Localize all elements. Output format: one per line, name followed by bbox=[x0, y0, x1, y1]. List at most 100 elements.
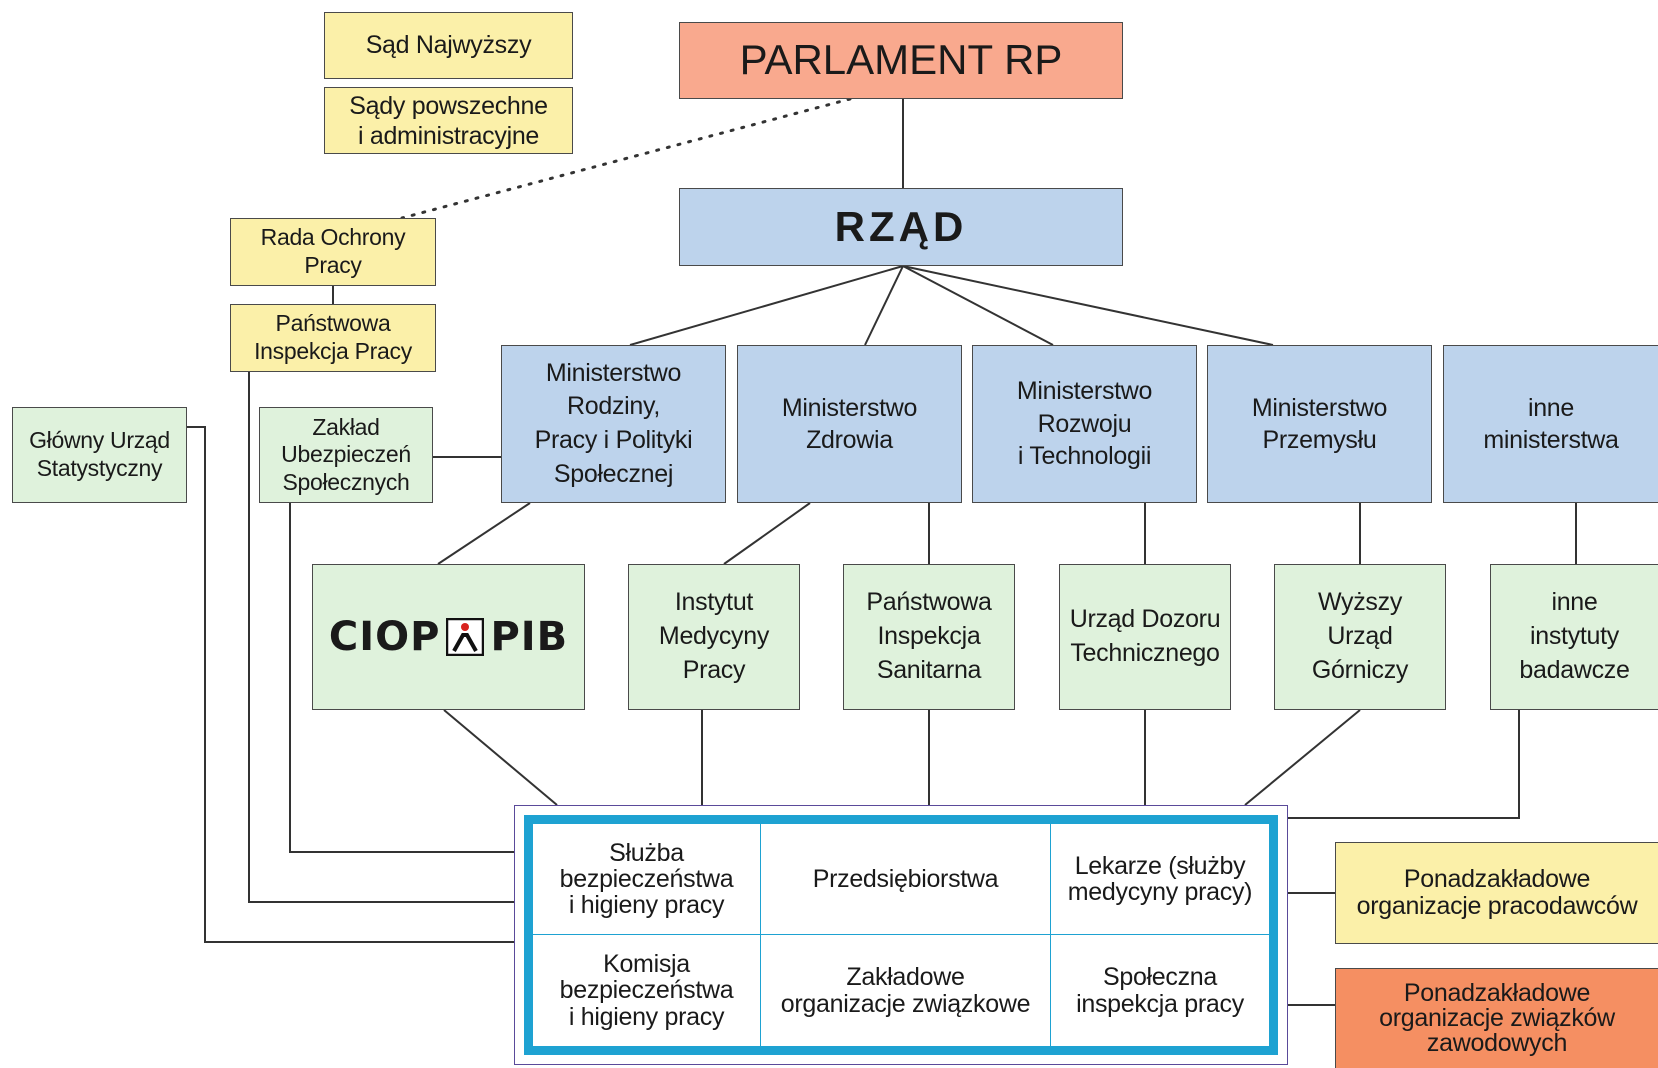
box-ponadzakladowe-pracodawcy: Ponadzakładowe organizacje pracodawców bbox=[1335, 842, 1658, 944]
box-parlament: PARLAMENT RP bbox=[679, 22, 1123, 99]
min-rodziny-line-2: Rodziny, bbox=[566, 392, 660, 421]
box-urzad-dozoru-technicznego: Urząd Dozoru Technicznego bbox=[1059, 564, 1231, 710]
box-rada-ochrony-pracy: Rada Ochrony Pracy bbox=[230, 218, 436, 286]
workplace-grid: Służba bezpieczeństwa i higieny pracy Pr… bbox=[524, 815, 1278, 1055]
line-rzad-min-rodziny bbox=[629, 265, 904, 346]
udt-line-1: Urząd Dozoru bbox=[1069, 605, 1221, 634]
zwiazki-line-1: Ponadzakładowe bbox=[1403, 979, 1591, 1007]
cell-lekarze-line-2: medycyny pracy) bbox=[1067, 878, 1253, 906]
box-sady-powszechne: Sądy powszechne i administracyjne bbox=[324, 87, 573, 154]
zus-line-3: Społecznych bbox=[282, 468, 410, 495]
line-zus-center bbox=[289, 503, 514, 853]
line-rzad-min-zdrowia bbox=[864, 265, 904, 346]
box-sad-najwyzszy: Sąd Najwyższy bbox=[324, 12, 573, 79]
box-rzad: RZĄD bbox=[679, 188, 1123, 266]
line-min-rodziny-ciop bbox=[437, 502, 531, 565]
sady-powszechne-line-1: Sądy powszechne bbox=[349, 91, 548, 120]
wug-line-3: Górniczy bbox=[1311, 655, 1409, 684]
gus-line-1: Główny Urząd bbox=[29, 427, 170, 454]
imp-line-2: Medycyny bbox=[658, 622, 770, 651]
cell-sluzba-line-2: bezpieczeństwa bbox=[559, 864, 734, 893]
ciop-logo-mark-icon bbox=[446, 618, 485, 656]
cell-komisja-line-2: bezpieczeństwa bbox=[559, 976, 734, 1005]
box-panstwowa-inspekcja-pracy: Państwowa Inspekcja Pracy bbox=[230, 304, 436, 372]
cell-przedsiebiorstwa: Przedsiębiorstwa bbox=[761, 824, 1051, 935]
min-rozwoju-line-1: Ministerstwo bbox=[1016, 377, 1153, 406]
line-rzad-min-przemyslu bbox=[902, 265, 1274, 346]
min-rozwoju-line-3: i Technologii bbox=[1017, 442, 1152, 471]
cell-komisja-bhp: Komisja bezpieczeństwa i higieny pracy bbox=[533, 935, 761, 1046]
line-rzad-min-rozwoju bbox=[902, 265, 1054, 346]
sady-powszechne-line-2: i administracyjne bbox=[357, 121, 540, 150]
pis-line-2: Inspekcja bbox=[877, 622, 981, 651]
min-zdrowia-line-1: Ministerstwo bbox=[781, 393, 918, 422]
min-rodziny-line-3: Pracy i Polityki bbox=[534, 426, 693, 454]
box-instytut-medycyny-pracy: Instytut Medycyny Pracy bbox=[628, 564, 800, 710]
pip-line-1: Państwowa bbox=[275, 310, 391, 337]
cell-lekarze-line-1: Lekarze (służby bbox=[1074, 851, 1246, 880]
box-ministerstwo-rozwoju: Ministerstwo Rozwoju i Technologii bbox=[972, 345, 1197, 503]
cell-komisja-line-3: i higieny pracy bbox=[568, 1002, 725, 1031]
zus-line-1: Zakład bbox=[312, 413, 380, 440]
gus-line-2: Statystyczny bbox=[36, 455, 163, 481]
min-rozwoju-line-2: Rozwoju bbox=[1037, 409, 1132, 438]
line-wug-center bbox=[1244, 709, 1361, 806]
box-ministerstwo-przemyslu: Ministerstwo Przemysłu bbox=[1207, 345, 1432, 503]
inne-inst-line-3: badawcze bbox=[1519, 655, 1630, 684]
box-panstwowa-inspekcja-sanitarna: Państwowa Inspekcja Sanitarna bbox=[843, 564, 1015, 710]
line-min-zdrowia-imp bbox=[723, 502, 811, 565]
box-inne-ministerstwa: inne ministerstwa bbox=[1443, 345, 1658, 503]
parlament-label: PARLAMENT RP bbox=[739, 36, 1063, 84]
pip-line-2: Inspekcja Pracy bbox=[254, 338, 412, 364]
zus-line-2: Ubezpieczeń bbox=[281, 441, 411, 468]
workplace-box: Służba bezpieczeństwa i higieny pracy Pr… bbox=[514, 805, 1288, 1065]
inne-min-line-1: inne bbox=[1527, 393, 1575, 422]
pracodawcy-line-1: Ponadzakładowe bbox=[1403, 864, 1591, 893]
min-przemyslu-line-1: Ministerstwo bbox=[1251, 393, 1388, 422]
cell-komisja-line-1: Komisja bbox=[603, 950, 690, 979]
box-inne-instytuty-badawcze: inne instytuty badawcze bbox=[1490, 564, 1658, 710]
cell-spoleczna-line-2: inspekcja pracy bbox=[1076, 989, 1244, 1018]
box-glowny-urzad-statystyczny: Główny Urząd Statystyczny bbox=[12, 407, 187, 503]
ciop-logo-text-left: CIOP bbox=[328, 614, 441, 660]
imp-line-1: Instytut bbox=[674, 588, 754, 617]
inne-inst-line-2: instytuty bbox=[1530, 622, 1619, 651]
cell-sluzba-line-3: i higieny pracy bbox=[568, 891, 725, 920]
inne-min-line-2: ministerstwa bbox=[1483, 426, 1619, 454]
line-gus-center bbox=[187, 426, 514, 943]
wug-line-1: Wyższy bbox=[1317, 588, 1403, 617]
wug-line-2: Urząd bbox=[1327, 622, 1393, 651]
cell-spoleczna-inspekcja: Społeczna inspekcja pracy bbox=[1051, 935, 1269, 1046]
ciop-logo-text-right: PIB bbox=[490, 614, 569, 660]
box-ponadzakladowe-zwiazki: Ponadzakładowe organizacje związków zawo… bbox=[1335, 968, 1658, 1068]
cell-sluzba-bhp: Służba bezpieczeństwa i higieny pracy bbox=[533, 824, 761, 935]
min-rodziny-line-4: Społecznej bbox=[553, 459, 674, 488]
pis-line-3: Sanitarna bbox=[876, 655, 982, 684]
min-przemyslu-line-2: Przemysłu bbox=[1262, 426, 1377, 454]
rzad-label: RZĄD bbox=[834, 202, 968, 250]
cell-lekarze: Lekarze (służby medycyny pracy) bbox=[1051, 824, 1269, 935]
cell-przedsiebiorstwa-line-1: Przedsiębiorstwa bbox=[812, 864, 999, 893]
cell-zakladowe-line-2: organizacje związkowe bbox=[780, 989, 1031, 1018]
box-zaklad-ubezpieczen-spolecznych: Zakład Ubezpieczeń Społecznych bbox=[259, 407, 433, 503]
line-pip-center bbox=[248, 372, 514, 903]
cell-spoleczna-line-1: Społeczna bbox=[1102, 963, 1218, 992]
line-ciop-center bbox=[443, 709, 558, 806]
min-zdrowia-line-2: Zdrowia bbox=[806, 426, 893, 454]
dotted-line-parlament-rada bbox=[400, 97, 852, 220]
cell-sluzba-line-1: Służba bbox=[609, 838, 684, 867]
line-inne-inst-center bbox=[1288, 710, 1520, 819]
cell-zakladowe-line-1: Zakładowe bbox=[846, 963, 965, 992]
imp-line-3: Pracy bbox=[682, 655, 746, 684]
zwiazki-line-3: zawodowych bbox=[1426, 1029, 1568, 1057]
box-ciop-pib-logo: CIOP PIB bbox=[312, 564, 585, 710]
pis-line-1: Państwowa bbox=[866, 588, 992, 617]
box-wyzszy-urzad-gorniczy: Wyższy Urząd Górniczy bbox=[1274, 564, 1446, 710]
inne-inst-line-1: inne bbox=[1551, 588, 1598, 617]
udt-line-2: Technicznego bbox=[1070, 639, 1220, 667]
zwiazki-line-2: organizacje związków bbox=[1379, 1004, 1615, 1032]
min-rodziny-line-1: Ministerstwo bbox=[545, 358, 682, 387]
box-ministerstwo-zdrowia: Ministerstwo Zdrowia bbox=[737, 345, 962, 503]
cell-zakladowe-organizacje: Zakładowe organizacje związkowe bbox=[761, 935, 1051, 1046]
